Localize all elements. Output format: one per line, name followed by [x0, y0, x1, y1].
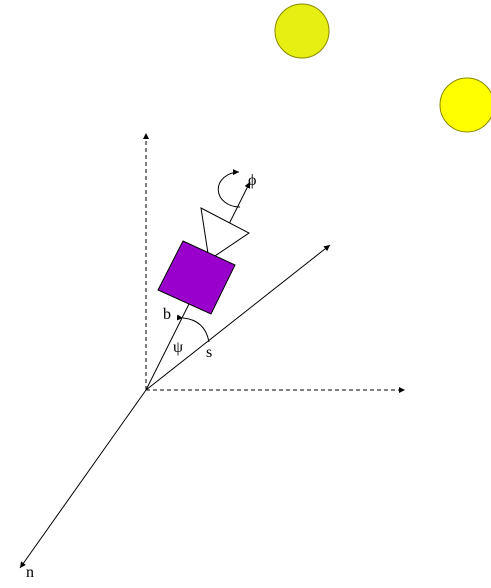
cone-icon	[200, 207, 250, 261]
s-axis	[145, 244, 331, 391]
psi-label: ψ	[173, 339, 183, 356]
n-label: n	[26, 564, 34, 581]
rotation-arrow-icon	[217, 169, 241, 208]
s-label: s	[206, 344, 212, 361]
sun-circle-2	[439, 77, 491, 133]
sun-circle-1	[274, 3, 330, 59]
phi-label: ϕ	[248, 172, 256, 189]
body-box	[157, 240, 236, 315]
psi-angle-arc	[176, 314, 210, 343]
b-label: b	[163, 306, 171, 323]
n-axis	[19, 389, 147, 569]
